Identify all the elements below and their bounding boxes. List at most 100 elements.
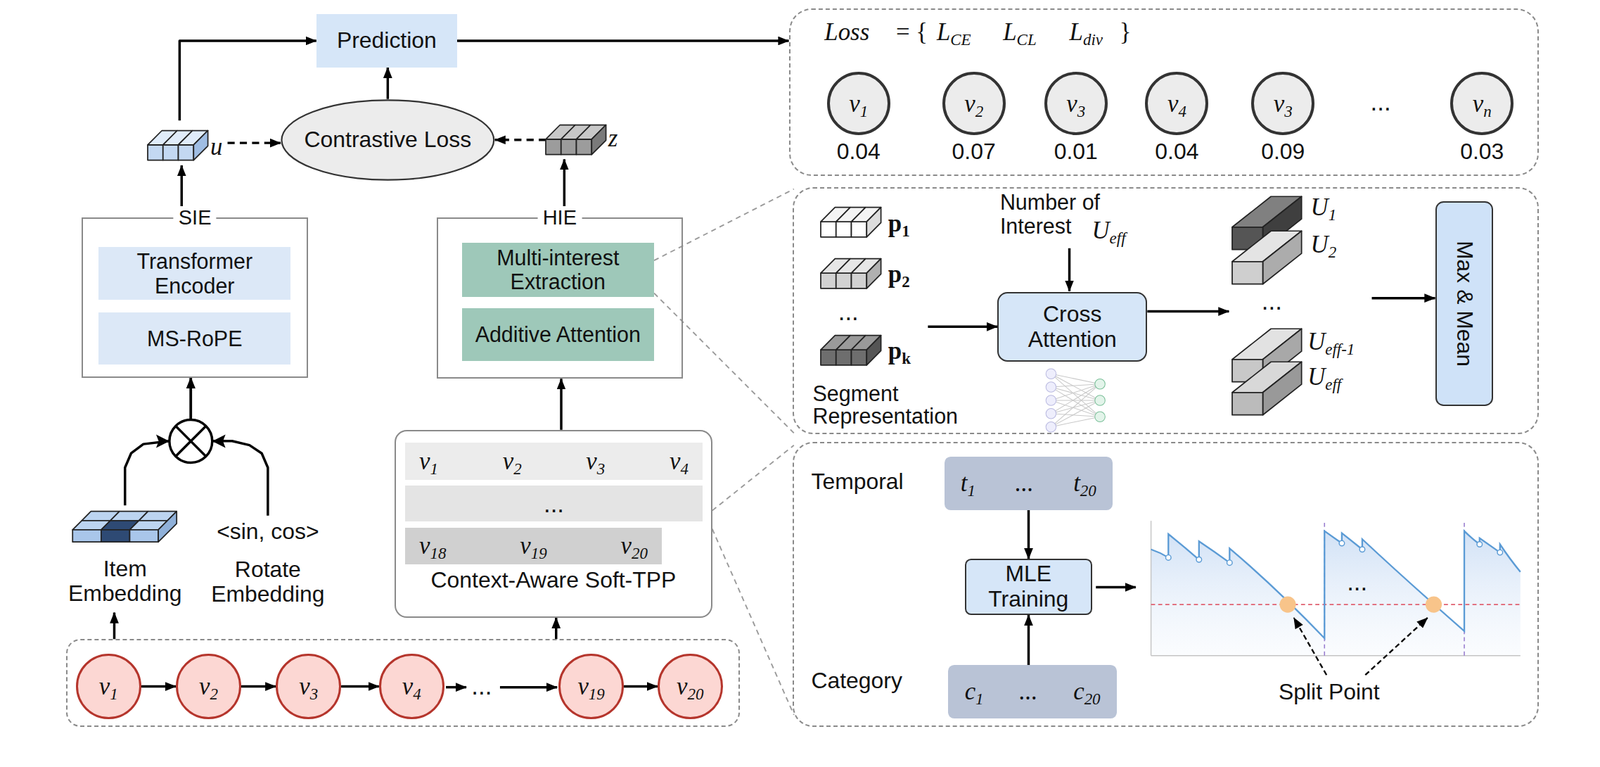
module-box: Additive Attention (462, 308, 655, 361)
connector (559, 378, 562, 430)
zoom-line (712, 528, 795, 715)
node-text: 0.09 (1261, 139, 1305, 165)
node-text: 0.04 (836, 139, 881, 165)
item-circle: v1 (75, 653, 142, 719)
text-base: t (1073, 469, 1081, 497)
bar-face (1232, 392, 1264, 415)
node-text: v20 (621, 531, 648, 560)
net-unit (1095, 395, 1106, 406)
interest-vector: U2 (1232, 225, 1340, 287)
text-base: v (585, 447, 597, 475)
sequence-band: ... (405, 485, 704, 522)
event-dot (1196, 557, 1202, 563)
connector (457, 39, 790, 42)
node-text: 0.07 (952, 139, 996, 165)
node-text: z (608, 124, 619, 152)
intensity-curve (1151, 530, 1521, 638)
text-subscript: 1 (975, 689, 984, 708)
connector (927, 325, 998, 328)
node-text: v3 (1066, 90, 1086, 118)
event-dot (1166, 554, 1172, 561)
text-subscript: 4 (412, 685, 421, 703)
node-text: v19 (519, 531, 547, 560)
text-subscript: eff (1109, 228, 1126, 247)
sequence-band: v18 v19 v20 (405, 527, 663, 565)
grid-cell (72, 529, 102, 542)
node-text: v1 (99, 672, 119, 700)
text-base: L (1002, 18, 1017, 46)
split-pointer (1294, 617, 1327, 675)
module-box: Transformer Encoder (98, 246, 291, 300)
grid-cell (129, 529, 159, 542)
text-subscript: CL (1016, 30, 1037, 49)
icon-shapes (72, 511, 177, 543)
multiply-symbol (156, 419, 226, 463)
text-subscript: 20 (631, 544, 648, 562)
zoom-lines (654, 189, 795, 715)
text-base: v (1167, 90, 1179, 118)
net-unit (1045, 381, 1057, 393)
ellipsis: ... (1346, 567, 1368, 595)
node-text: v2 (502, 447, 522, 475)
multiply-circle (169, 419, 213, 463)
cube-face (820, 221, 837, 238)
zoom-line (712, 445, 795, 511)
node-text: u (210, 132, 223, 161)
text-subscript: div (1083, 30, 1103, 49)
node-text: Prediction (336, 28, 437, 54)
node-text: Item Embedding (56, 556, 195, 607)
node-text: ... (838, 297, 859, 325)
category-sequence-box: c1...c20 (948, 664, 1117, 718)
node-text: Multi-interest Extraction (462, 245, 655, 294)
text-subscript: 1 (901, 222, 910, 240)
item-circle: v3 (275, 653, 342, 719)
connector (623, 685, 658, 688)
node-text: ... (543, 489, 565, 517)
text-subscript: 20 (1080, 481, 1097, 500)
split-dot (1279, 596, 1296, 613)
text-subscript: 3 (1284, 101, 1292, 120)
node-text: v3 (1273, 90, 1293, 118)
text-subscript: 4 (1178, 101, 1186, 120)
connector (1372, 296, 1436, 299)
dashed-connector (495, 138, 547, 141)
text-subscript: 1 (1328, 206, 1337, 224)
annotation-symbol: Ueff (1091, 216, 1126, 245)
split-pointer (1365, 617, 1428, 675)
text-subscript: 18 (429, 544, 446, 562)
pooling-box: Max & Mean (1435, 201, 1494, 406)
net-unit (1045, 408, 1057, 420)
connector (1027, 509, 1030, 560)
text-base: L (936, 18, 951, 46)
node-text: v18 (419, 531, 446, 560)
event-dot (1476, 541, 1483, 548)
net-unit (1045, 395, 1057, 406)
net-link (1050, 384, 1100, 427)
arrow-head (212, 434, 226, 448)
connector (386, 67, 389, 100)
cube-face (851, 272, 868, 289)
net-link (1050, 416, 1100, 427)
text-subscript: 20 (687, 685, 704, 703)
node-text: ... (1261, 286, 1283, 315)
net-link (1050, 373, 1100, 417)
text-subscript: 1 (429, 459, 438, 478)
icon-shapes (820, 258, 882, 289)
segment-embedding: p2 (820, 252, 923, 300)
cube-face (561, 138, 577, 155)
text-subscript: k (901, 349, 911, 368)
text-subscript: eff (1325, 374, 1342, 393)
net-link (1050, 400, 1100, 417)
text-subscript: 3 (1077, 101, 1086, 120)
item-circle: v19 (558, 653, 624, 719)
loss-symbol: Loss (824, 18, 870, 46)
node-text: v3 (585, 447, 605, 475)
arrow-head (156, 434, 170, 448)
text-base: v (99, 672, 110, 700)
node-text: v20 (676, 672, 704, 700)
cube-face (836, 272, 852, 289)
node-text: 0.04 (1154, 139, 1199, 165)
module-box: MS-RoPE (98, 312, 291, 365)
cube-face (836, 349, 852, 366)
